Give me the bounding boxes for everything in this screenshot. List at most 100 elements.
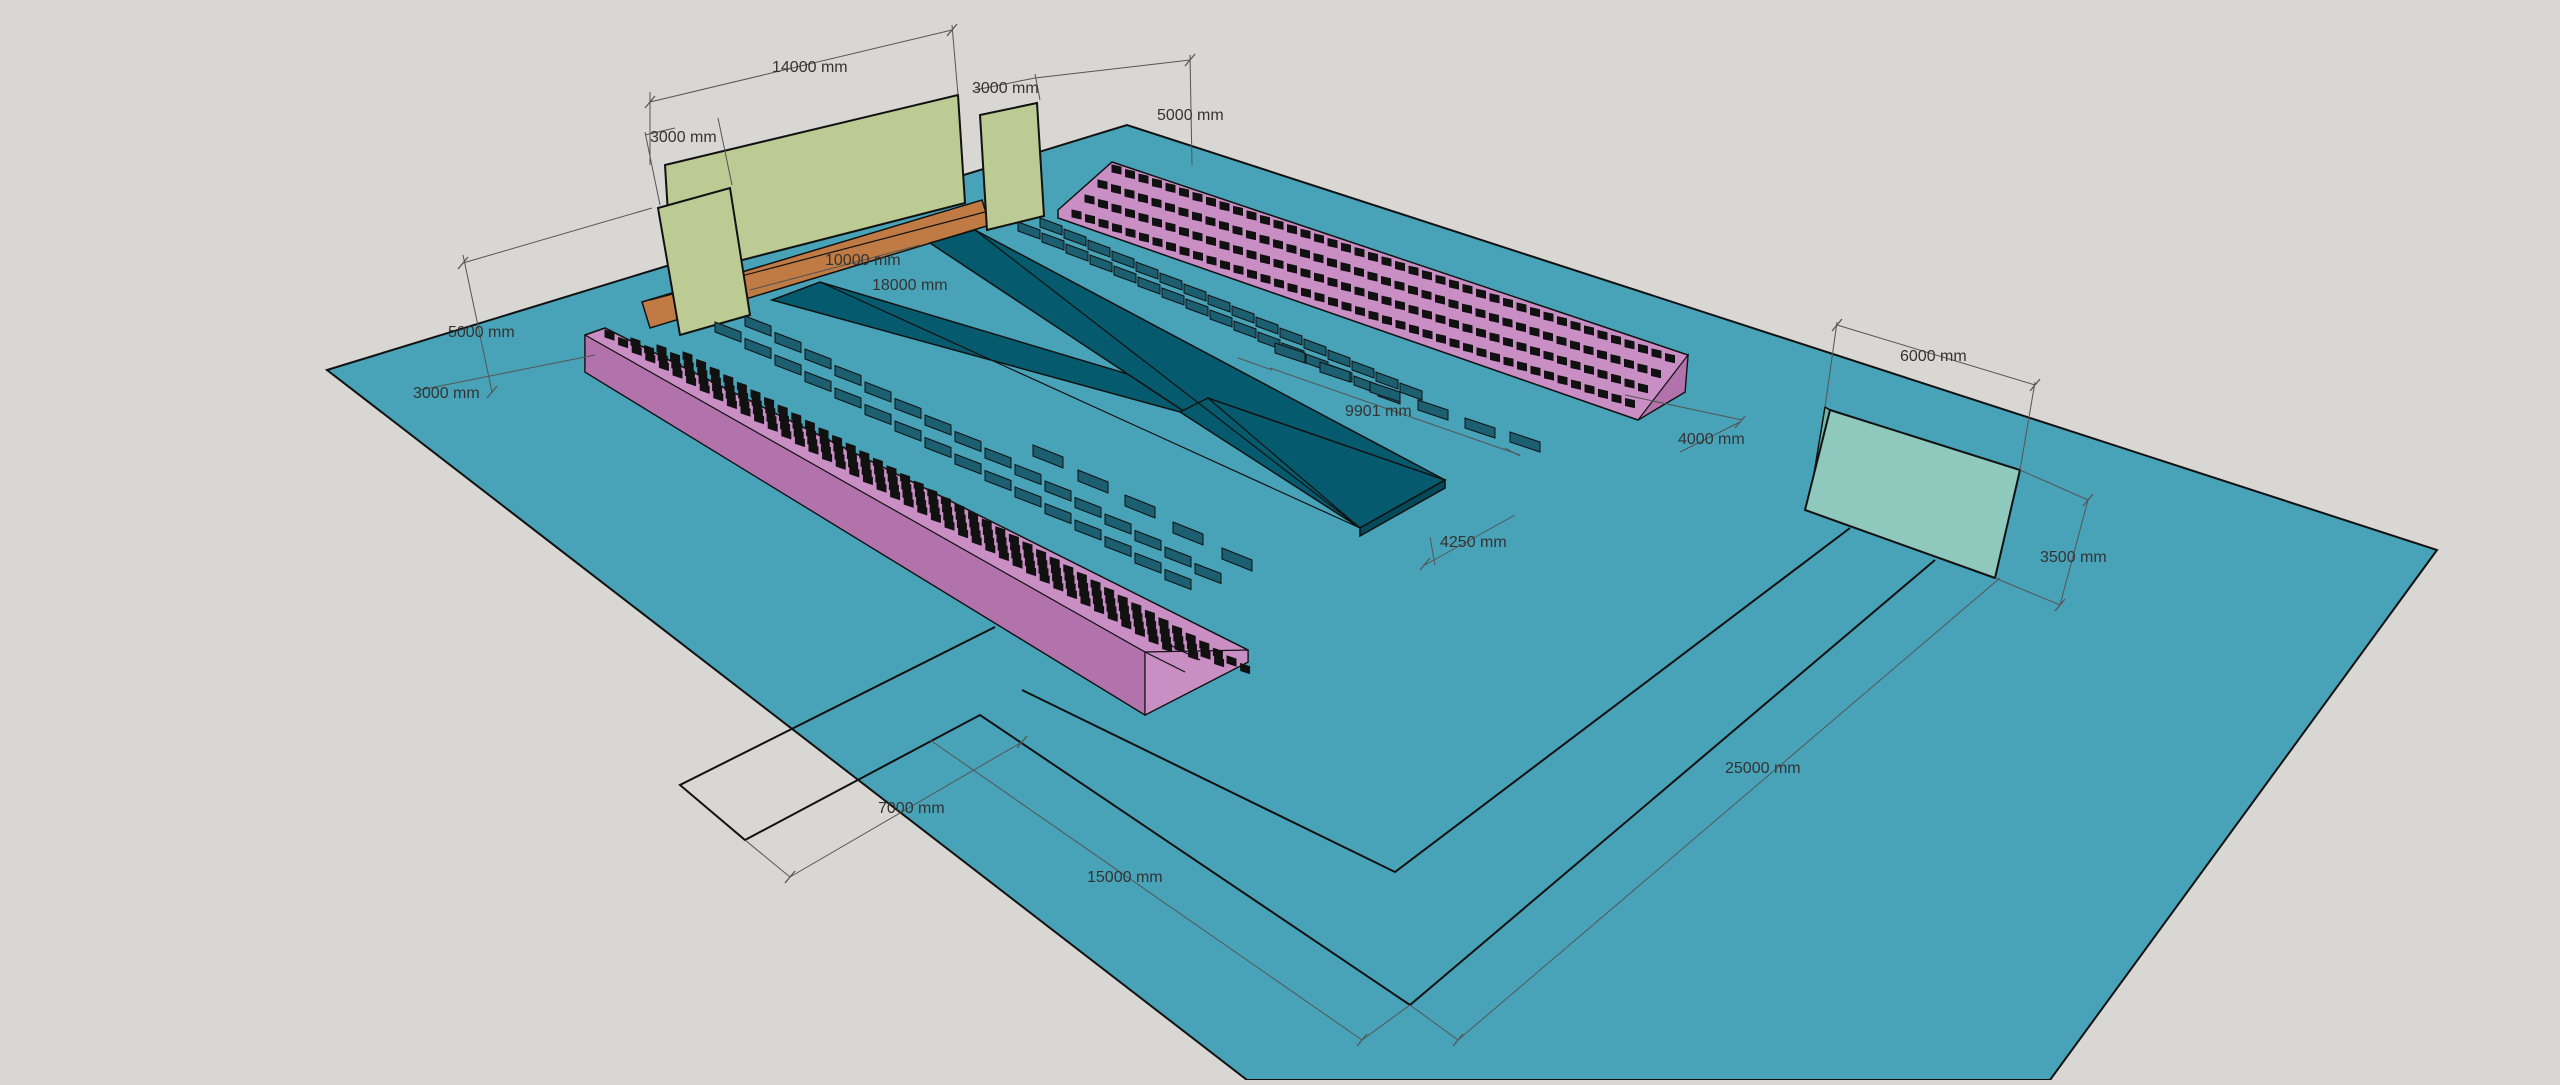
seat xyxy=(1300,267,1311,279)
seat xyxy=(982,526,993,539)
seat xyxy=(820,443,831,456)
seat xyxy=(1462,323,1473,334)
seating-block-right[interactable] xyxy=(1057,161,1689,421)
chair xyxy=(1032,444,1064,469)
seat xyxy=(1022,541,1033,553)
seat xyxy=(1179,187,1189,198)
seat xyxy=(1246,210,1257,221)
chair xyxy=(1065,243,1089,262)
label-6000: 6000 mm xyxy=(1900,348,1967,365)
seat xyxy=(1489,312,1499,324)
seat xyxy=(1570,320,1581,332)
chair xyxy=(744,315,772,337)
dimension-lines xyxy=(419,24,2089,1041)
chair xyxy=(1464,417,1496,439)
chair xyxy=(1089,254,1113,273)
seat xyxy=(712,382,723,395)
seat xyxy=(1408,265,1419,276)
seat xyxy=(1138,173,1149,184)
chair xyxy=(1369,381,1401,403)
seat xyxy=(1105,595,1116,607)
chair xyxy=(834,387,862,409)
seat xyxy=(1098,198,1108,210)
chair xyxy=(1233,320,1257,339)
seat xyxy=(1038,565,1049,577)
seat xyxy=(1463,342,1473,354)
chair xyxy=(1207,294,1231,313)
seat xyxy=(750,389,761,401)
seat xyxy=(968,510,979,523)
seat xyxy=(1354,286,1365,297)
seat xyxy=(682,351,693,363)
seat xyxy=(1503,356,1514,367)
side-wall-panel-right[interactable] xyxy=(978,101,1046,232)
seat xyxy=(752,405,763,418)
label-25000: 25000 mm xyxy=(1725,760,1801,777)
seat xyxy=(1174,641,1185,653)
seat xyxy=(1638,343,1648,355)
label-3000-top: 3000 mm xyxy=(972,80,1039,97)
seat xyxy=(834,451,845,463)
seat xyxy=(1490,351,1500,363)
chair xyxy=(1194,562,1222,585)
seat xyxy=(804,419,815,432)
seat xyxy=(1049,556,1060,568)
side-wall-panel-left[interactable] xyxy=(656,186,752,337)
seat xyxy=(1159,625,1170,637)
seat xyxy=(1638,382,1648,394)
seat xyxy=(996,534,1007,546)
seat xyxy=(1147,626,1158,638)
seat xyxy=(1010,541,1021,554)
seat xyxy=(1516,341,1527,352)
chair xyxy=(1074,496,1102,519)
seat xyxy=(1475,308,1486,319)
chair xyxy=(1039,217,1063,236)
chair xyxy=(714,321,742,343)
seat xyxy=(1422,270,1432,281)
seat xyxy=(1226,655,1237,667)
seat xyxy=(657,352,668,364)
seat xyxy=(1179,226,1189,237)
seat xyxy=(888,481,899,494)
chair xyxy=(1063,228,1087,247)
seat xyxy=(1132,610,1143,622)
seat xyxy=(1340,262,1351,273)
dimension-labels: 14000 mm 3000 mm 5000 mm 3000 mm 10000 m… xyxy=(413,59,2107,886)
seat xyxy=(1584,325,1594,336)
seat xyxy=(1024,557,1035,570)
chair xyxy=(1041,232,1065,251)
seat xyxy=(1530,365,1541,377)
seat xyxy=(916,496,927,509)
chair xyxy=(804,348,832,370)
seat xyxy=(644,344,655,357)
chair xyxy=(984,447,1012,469)
catwalk-ramp[interactable] xyxy=(769,229,1447,538)
seat xyxy=(1273,219,1284,230)
seat xyxy=(1422,328,1433,340)
screen-panel[interactable] xyxy=(1803,405,2022,580)
seat xyxy=(1395,300,1405,311)
seating-block-left[interactable] xyxy=(584,327,1249,717)
seat xyxy=(1133,618,1144,630)
seat xyxy=(1160,633,1171,646)
label-5000-left: 5000 mm xyxy=(448,324,515,341)
seat xyxy=(1476,347,1487,358)
label-7000: 7000 mm xyxy=(878,800,945,817)
seat xyxy=(887,473,898,485)
seat xyxy=(1076,571,1087,584)
seat xyxy=(618,336,629,349)
seat xyxy=(1557,355,1567,366)
chair xyxy=(924,414,952,436)
seat xyxy=(1435,313,1446,325)
seat xyxy=(1313,252,1324,264)
label-5000-top: 5000 mm xyxy=(1157,107,1224,124)
seat xyxy=(1023,549,1034,561)
seat xyxy=(1233,264,1244,275)
chair xyxy=(1375,371,1399,390)
seat xyxy=(956,519,967,532)
seat xyxy=(709,366,720,378)
chair xyxy=(1087,239,1111,258)
seat xyxy=(1165,182,1176,194)
seat xyxy=(630,337,641,349)
